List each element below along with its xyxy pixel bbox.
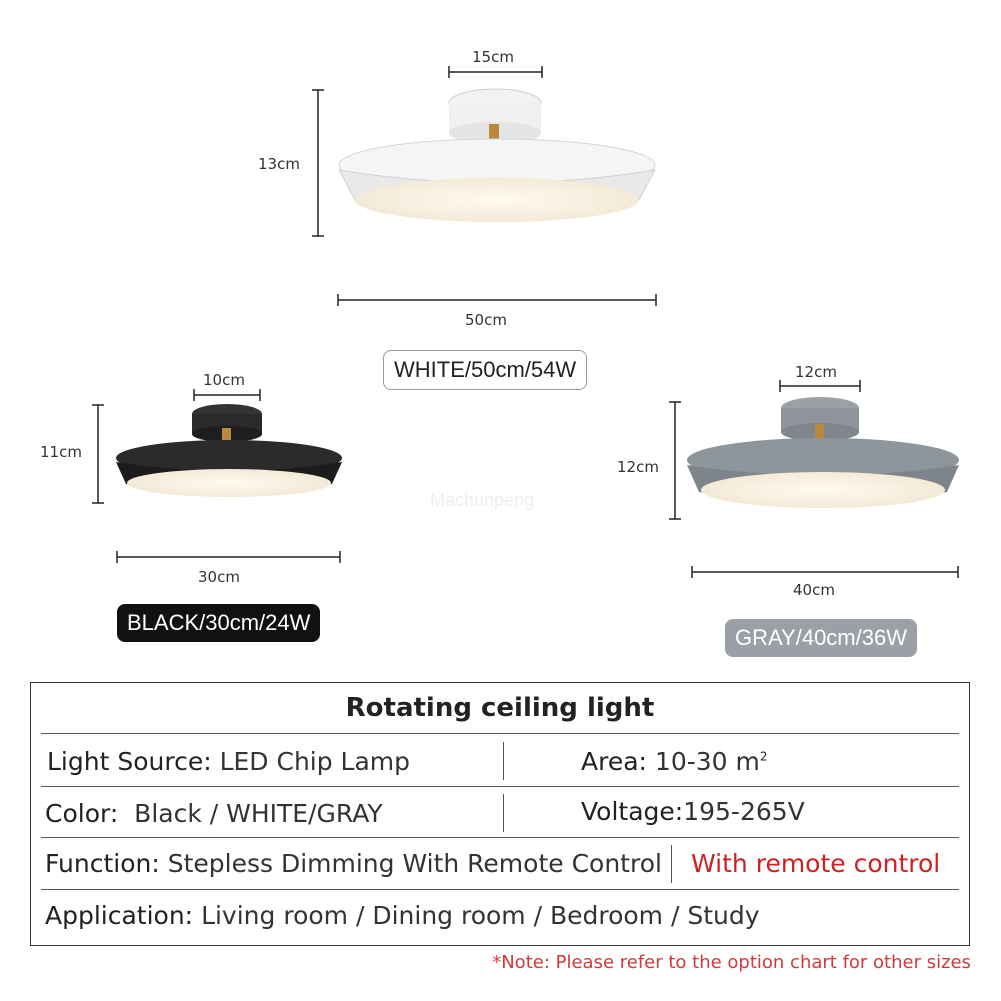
- spec-function: Function: Stepless Dimming With Remote C…: [45, 849, 662, 878]
- spec-label: Area:: [581, 747, 647, 776]
- gray-height-dimension: 12cm: [617, 458, 659, 476]
- black-dimension-lines: [92, 389, 341, 563]
- spec-voltage: Voltage:195-265V: [581, 797, 805, 826]
- spec-light-source: Light Source: LED Chip Lamp: [47, 747, 410, 776]
- spec-remote: With remote control: [691, 849, 941, 878]
- white-height-dimension: 13cm: [258, 155, 300, 173]
- gray-dimension-lines: [669, 380, 959, 578]
- row-divider: [41, 889, 959, 890]
- white-dimension-lines: [312, 66, 657, 306]
- spec-label: Voltage:: [581, 797, 684, 826]
- black-variant-badge: BLACK/30cm/24W: [117, 604, 321, 642]
- size-note: *Note: Please refer to the option chart …: [492, 952, 971, 973]
- gray-lamp: [687, 397, 959, 508]
- white-lamp: [338, 88, 656, 222]
- gray-canopy-dimension: 12cm: [795, 363, 837, 381]
- row-divider: [41, 733, 959, 734]
- spec-label: Color:: [45, 799, 119, 828]
- black-canopy-dimension: 10cm: [203, 371, 245, 389]
- spec-label: Function:: [45, 849, 160, 878]
- column-divider: [503, 794, 504, 832]
- spec-table: Rotating ceiling light Light Source: LED…: [30, 682, 970, 946]
- column-divider: [671, 845, 672, 883]
- white-canopy-dimension: 15cm: [472, 48, 514, 66]
- spec-color: Color: Black / WHITE/GRAY: [45, 799, 383, 828]
- spec-title: Rotating ceiling light: [345, 693, 655, 723]
- black-height-dimension: 11cm: [40, 443, 82, 461]
- spec-value: Living room / Dining room / Bedroom / St…: [201, 901, 760, 930]
- spec-value: LED Chip Lamp: [219, 747, 411, 776]
- spec-application: Application: Living room / Dining room /…: [45, 901, 760, 930]
- squared-superscript: 2: [759, 749, 768, 764]
- row-divider: [41, 786, 959, 787]
- watermark: Machunpeng: [430, 490, 535, 510]
- spec-value: 10-30 m: [654, 747, 760, 776]
- white-variant-badge: WHITE/50cm/54W: [383, 350, 588, 390]
- spec-value: 195-265V: [683, 797, 805, 826]
- row-divider: [41, 837, 959, 838]
- spec-value: Black / WHITE/GRAY: [134, 799, 383, 828]
- spec-label: Application:: [45, 901, 194, 930]
- black-lamp: [116, 404, 342, 497]
- spec-area: Area: 10-30 m2: [581, 747, 768, 776]
- spec-value: Stepless Dimming With Remote Control: [167, 849, 662, 878]
- white-width-dimension: 50cm: [465, 311, 507, 329]
- gray-variant-badge: GRAY/40cm/36W: [725, 619, 917, 657]
- gray-width-dimension: 40cm: [793, 581, 835, 599]
- spec-label: Light Source:: [47, 747, 212, 776]
- black-width-dimension: 30cm: [198, 568, 240, 586]
- column-divider: [503, 742, 504, 780]
